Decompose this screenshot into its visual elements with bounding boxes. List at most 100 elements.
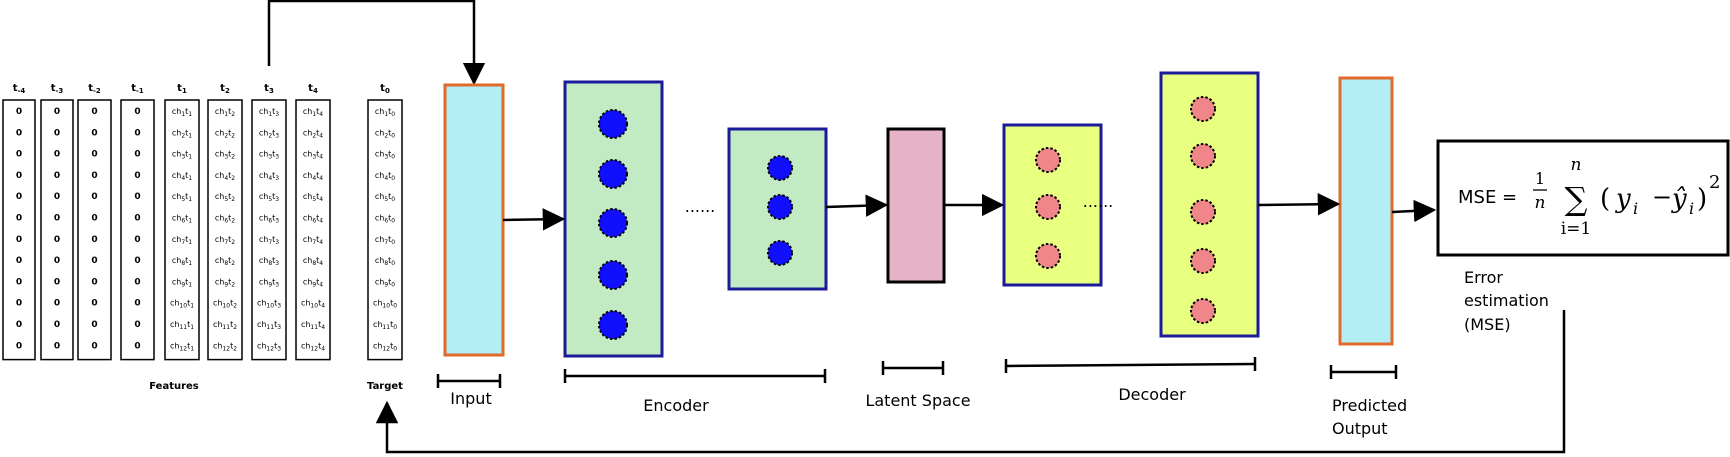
feature-cell: ch11t2 [213,320,237,331]
feature-column-8: t4ch1t4ch2t4ch3t4ch4t4ch5t4ch6t4ch7t4ch8… [295,83,331,361]
feature-cell: 0 [16,235,22,245]
mse-sub-i-2: i [1689,199,1694,218]
arrow-decoder-output [1257,193,1341,216]
feature-cell: 0 [54,128,60,138]
feature-cell: 0 [91,214,97,224]
feature-cell: ch6t3 [259,214,279,225]
feature-cell: ch6t1 [172,214,192,225]
feature-column-border [251,99,287,361]
feature-header: t3 [264,83,274,95]
encoder-layer-1-nodes [598,109,628,340]
input-label: Input [450,389,491,408]
feature-cell: 0 [91,341,97,351]
feature-cell: 0 [16,320,22,330]
feature-cell: ch9t2 [215,277,235,288]
decoder-bracket [1004,357,1257,373]
feature-cell: 0 [54,192,60,202]
feature-cell: 0 [54,171,60,181]
feature-cell: ch4t1 [172,171,192,182]
feature-cell: ch9t1 [172,277,192,288]
feature-cell: 0 [134,128,140,138]
encoder-layer-1-node-3 [598,208,628,238]
feature-column-7: t3ch1t3ch2t3ch3t3ch4t3ch5t3ch6t3ch7t3ch8… [251,83,287,361]
decoder-layer-1-nodes [1035,147,1061,269]
feature-cell: 0 [54,107,60,117]
mse-power: 2 [1709,172,1720,193]
feature-header: t4 [308,83,318,95]
feature-cell: ch12t4 [301,341,325,352]
input-bracket [436,374,502,388]
target-cell: ch8t0 [375,256,395,267]
feature-cell: 0 [16,256,22,266]
feature-cell: ch8t4 [303,256,323,267]
encoder-layer-1-node-1 [598,109,628,139]
feature-cell: 0 [54,150,60,160]
output-label-line1: Predicted [1332,396,1407,415]
feature-cell: 0 [91,192,97,202]
arrow-encoder-latent [825,194,889,217]
feature-cell: 0 [16,171,22,181]
target-cell: ch7t0 [375,235,395,246]
feature-cell: ch7t1 [172,235,192,246]
encoder-layer-2-node-1 [767,155,793,181]
feature-cell: 0 [16,299,22,309]
feature-cell: ch5t2 [215,192,235,203]
mse-close-paren: ) [1697,184,1707,214]
feature-cell: 0 [16,341,22,351]
input-layer [443,83,505,357]
encoder-layer-2-nodes [767,155,793,266]
feature-cell: ch6t2 [215,214,235,225]
feature-column-5: t1ch1t1ch2t1ch3t1ch4t1ch5t1ch6t1ch7t1ch8… [164,83,200,361]
feature-column-border [120,99,155,361]
feature-cell: ch7t4 [303,235,323,246]
feedback-arrow-top [267,0,486,86]
feature-column-border [40,99,74,361]
feature-cell: ch4t2 [215,171,235,182]
feature-column-border [295,99,331,361]
feature-cell: ch8t1 [172,256,192,267]
output-label-line2: Output [1332,419,1388,438]
feature-cell: 0 [54,214,60,224]
feature-column-border [2,99,36,361]
feature-column-border [77,99,112,361]
output-layer [1338,76,1394,346]
feature-cell: ch1t2 [215,107,235,118]
feature-cell: 0 [134,299,140,309]
arrow-output-mse [1391,199,1437,223]
encoder-bracket [563,369,827,383]
feature-cell: ch7t3 [259,235,279,246]
decoder-layer-2-nodes [1190,96,1216,324]
feature-cell: ch9t3 [259,277,279,288]
feature-cell: ch1t4 [303,107,323,118]
feature-cell: ch5t1 [172,192,192,203]
feature-cell: ch10t2 [213,299,237,310]
feature-cell: 0 [16,192,22,202]
mse-minus: − [1652,183,1672,211]
feature-cell: 0 [134,341,140,351]
feature-cell: 0 [54,277,60,287]
target-header: t0 [380,83,390,95]
feedback-arrow-bottom [375,310,1566,454]
feature-cell: ch11t4 [301,320,325,331]
mse-yhat: ŷ [1671,184,1687,214]
feature-cell: ch10t3 [257,299,281,310]
target-cell: ch6t0 [375,214,395,225]
feature-cell: 0 [54,320,60,330]
feature-cell: 0 [91,128,97,138]
feature-column-border [164,99,200,361]
feature-cell: ch12t1 [170,341,194,352]
encoder-layer-2-node-2 [767,194,793,220]
feature-cell: ch10t4 [301,299,325,310]
feature-header: t2 [220,83,230,95]
feature-cell: ch1t3 [259,107,279,118]
feature-cell: ch11t1 [170,320,194,331]
feature-cell: 0 [91,150,97,160]
mse-sub-i-1: i [1633,199,1638,218]
feature-cell: ch2t4 [303,128,323,139]
feature-cell: ch4t3 [259,171,279,182]
feature-header: t-3 [51,83,64,95]
feature-cell: ch3t1 [172,150,192,161]
feature-header: t-2 [88,83,101,95]
target-cell: ch4t0 [375,171,395,182]
feature-cell: ch11t3 [257,320,281,331]
